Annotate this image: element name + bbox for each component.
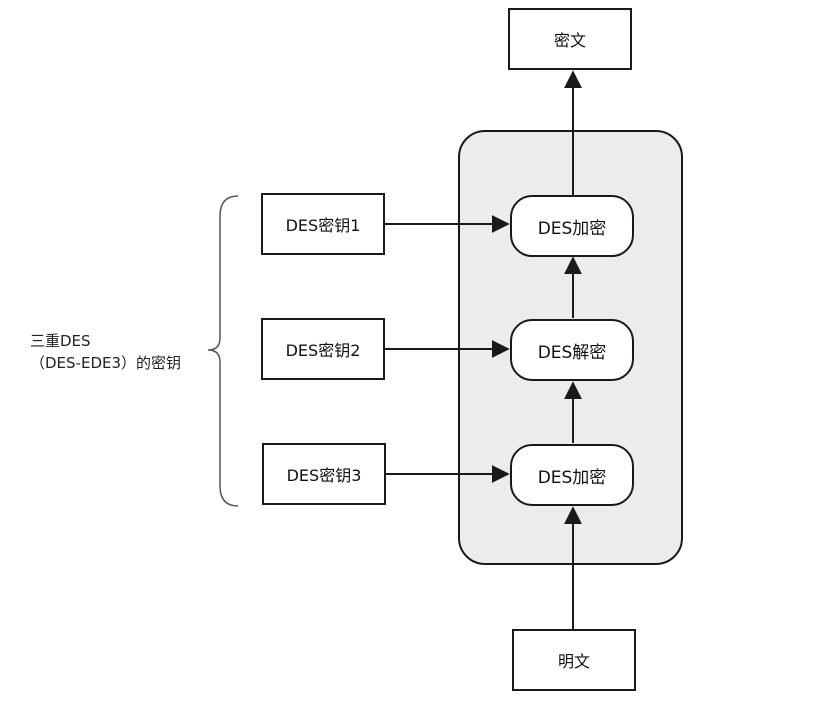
key-group-label: 三重DES （DES-EDE3）的密钥 (30, 330, 181, 374)
key3-label: DES密钥3 (286, 466, 362, 485)
key2-label: DES密钥2 (285, 341, 361, 360)
decrypt-box: DES解密 (510, 319, 634, 381)
top-encrypt-label: DES加密 (537, 218, 607, 239)
key-group-label-line1: 三重DES (30, 332, 91, 350)
top-encrypt-box: DES加密 (510, 195, 634, 257)
bottom-encrypt-box: DES加密 (510, 444, 634, 506)
key2-box: DES密钥2 (261, 318, 385, 380)
key3-box: DES密钥3 (262, 443, 386, 505)
bottom-encrypt-label: DES加密 (537, 467, 607, 488)
plaintext-label: 明文 (557, 652, 590, 671)
ciphertext-box: 密文 (508, 8, 632, 70)
ciphertext-label: 密文 (553, 31, 586, 50)
plaintext-box: 明文 (512, 629, 636, 691)
key1-box: DES密钥1 (261, 193, 385, 255)
key-group-brace (207, 195, 239, 507)
key1-label: DES密钥1 (285, 216, 361, 235)
key-group-label-line2: （DES-EDE3）的密钥 (30, 354, 182, 372)
decrypt-label: DES解密 (537, 342, 607, 363)
